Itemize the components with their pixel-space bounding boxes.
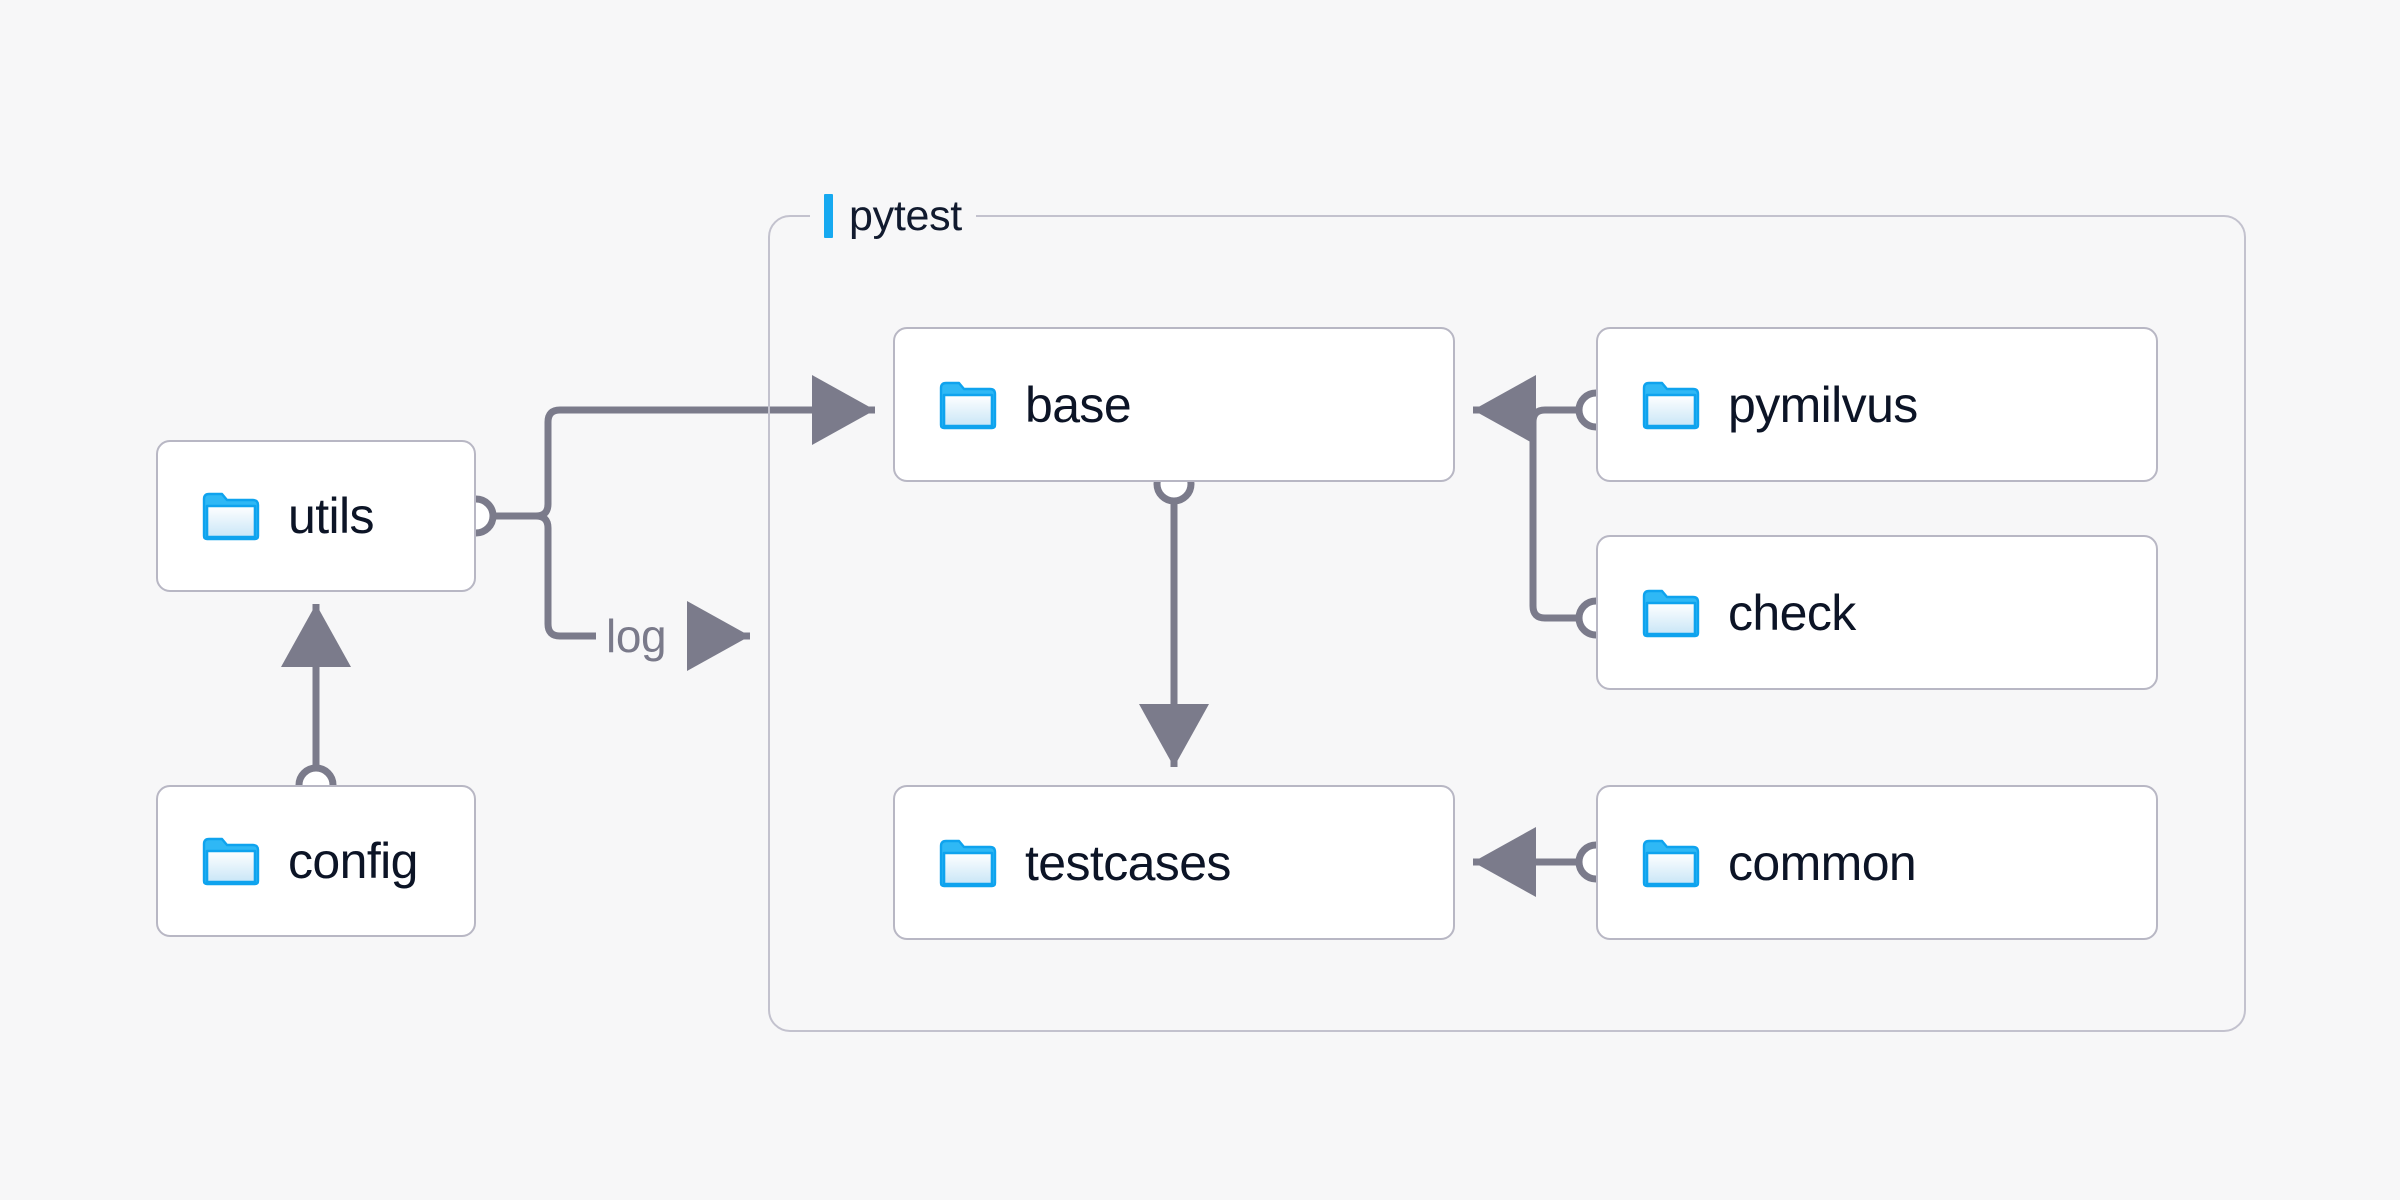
folder-icon xyxy=(939,381,997,429)
node-config[interactable]: config xyxy=(156,785,476,937)
folder-icon xyxy=(202,837,260,886)
node-label: pymilvus xyxy=(1728,376,1918,433)
group-title-label: pytest xyxy=(849,191,962,240)
group-accent-bar xyxy=(824,194,833,238)
edge-utils-to-pytest-log xyxy=(524,512,600,640)
node-check[interactable]: check xyxy=(1596,535,2158,690)
node-utils[interactable]: utils xyxy=(156,440,476,592)
folder-icon xyxy=(1642,381,1700,429)
node-common[interactable]: common xyxy=(1596,785,2158,940)
group-pytest-title: pytest xyxy=(810,190,976,242)
node-label: common xyxy=(1728,834,1917,891)
folder-icon xyxy=(1642,839,1700,887)
folder-icon xyxy=(939,839,997,887)
node-base[interactable]: base xyxy=(893,327,1455,482)
group-pytest[interactable] xyxy=(768,215,2246,1032)
node-pymilvus[interactable]: pymilvus xyxy=(1596,327,2158,482)
node-label: utils xyxy=(288,488,375,544)
node-label: check xyxy=(1728,584,1856,641)
edge-label-log: log xyxy=(596,613,677,659)
folder-icon xyxy=(1642,589,1700,637)
node-label: config xyxy=(288,833,418,889)
folder-icon xyxy=(202,492,260,541)
node-label: testcases xyxy=(1025,834,1231,891)
node-testcases[interactable]: testcases xyxy=(893,785,1455,940)
node-label: base xyxy=(1025,376,1132,433)
